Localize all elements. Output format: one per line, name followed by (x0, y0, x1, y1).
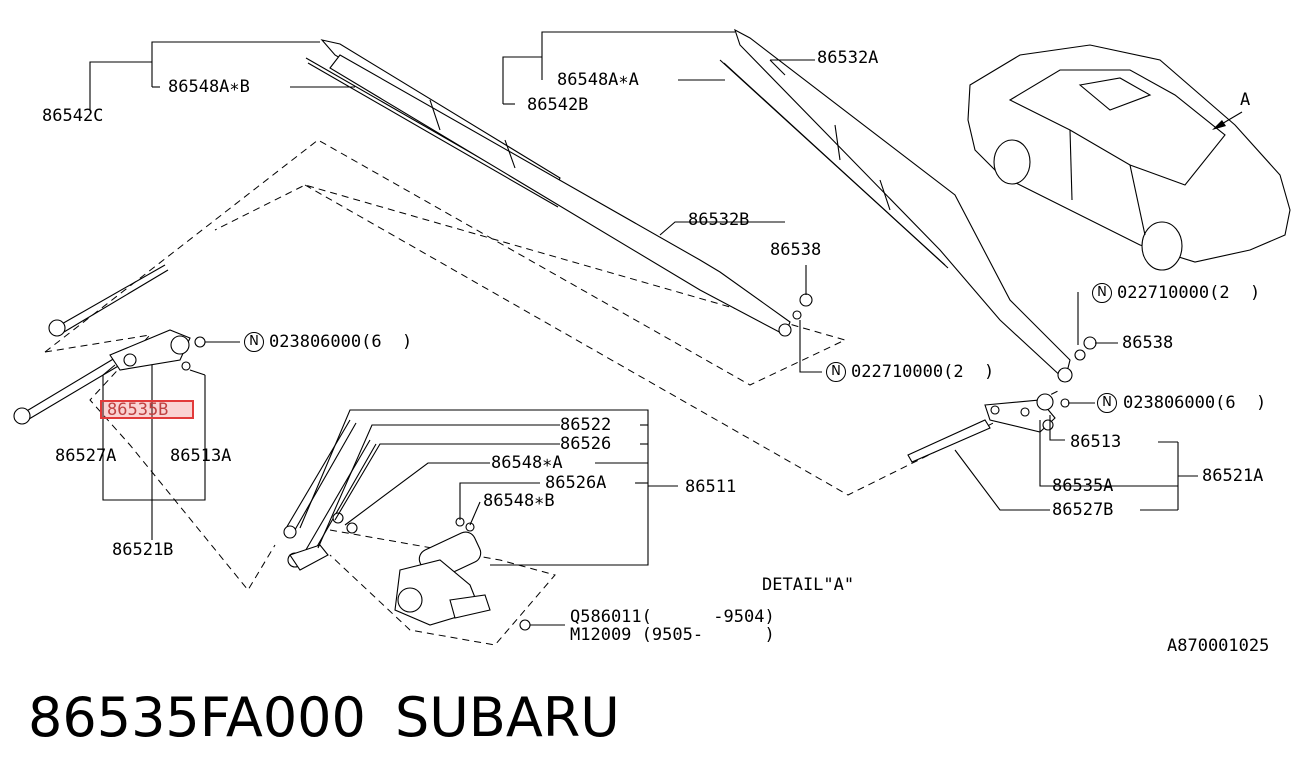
left-linkage (13, 264, 206, 425)
label-86526A: 86526A (545, 473, 607, 493)
label-86548xB: 86548∗B (483, 491, 555, 511)
part-number-title: 86535FA000 (28, 686, 366, 749)
label-86535A: 86535A (1052, 476, 1114, 496)
label-86511: 86511 (685, 477, 737, 497)
label-86522: 86522 (560, 415, 612, 435)
label-86532B: 86532B (688, 210, 750, 230)
n-mark-023806000-left: N (244, 332, 264, 352)
motor-assembly (283, 419, 531, 631)
left-wiper-assembly (305, 39, 813, 337)
right-linkage (907, 393, 1070, 463)
label-86513A: 86513A (170, 446, 232, 466)
dashed-guide-left (44, 334, 276, 591)
label-86532A: 86532A (817, 48, 879, 68)
brand-name: SUBARU (395, 686, 620, 749)
label-86542B: 86542B (527, 95, 589, 115)
dashed-guide-lower (304, 184, 1061, 496)
label-86513: 86513 (1070, 432, 1122, 452)
label-detail-a-marker: A (1240, 90, 1251, 110)
n-mark-022710000-right: N (1092, 283, 1112, 303)
dashed-guide-motor (329, 529, 556, 646)
label-022710000-mid: 022710000(2 ) (851, 362, 995, 382)
label-86521B: 86521B (112, 540, 174, 560)
label-86527B: 86527B (1052, 500, 1114, 520)
label-86548AxA-top: 86548A∗A (557, 70, 639, 90)
label-86527A: 86527A (55, 446, 117, 466)
label-86521A: 86521A (1202, 466, 1264, 486)
car-outline (967, 44, 1291, 271)
label-q586011: Q586011( -9504) (570, 607, 775, 627)
label-86535B: 86535B (107, 400, 169, 420)
label-86538-right: 86538 (1122, 333, 1174, 353)
label-86526: 86526 (560, 434, 612, 454)
label-023806000-left: 023806000(6 ) (269, 332, 413, 352)
label-022710000-right: 022710000(2 ) (1117, 283, 1261, 303)
label-86548AxB: 86548A∗B (168, 77, 250, 97)
diagram-reference-number: A870001025 (1167, 636, 1270, 656)
n-mark-022710000-mid: N (826, 362, 846, 382)
n-mark-023806000-right: N (1097, 393, 1117, 413)
right-wiper-assembly (719, 28, 1097, 383)
label-86542C: 86542C (42, 106, 104, 126)
label-m12009: M12009 (9505- ) (570, 625, 775, 645)
highlight-86535B[interactable]: 86535B (100, 400, 194, 420)
label-86538-mid: 86538 (770, 240, 822, 260)
dashed-guide-outline (44, 139, 847, 386)
label-023806000-right: 023806000(6 ) (1123, 393, 1267, 413)
label-86548xA: 86548∗A (491, 453, 563, 473)
label-detail-a: DETAIL"A" (762, 575, 855, 595)
leader-lines (89, 31, 1198, 626)
